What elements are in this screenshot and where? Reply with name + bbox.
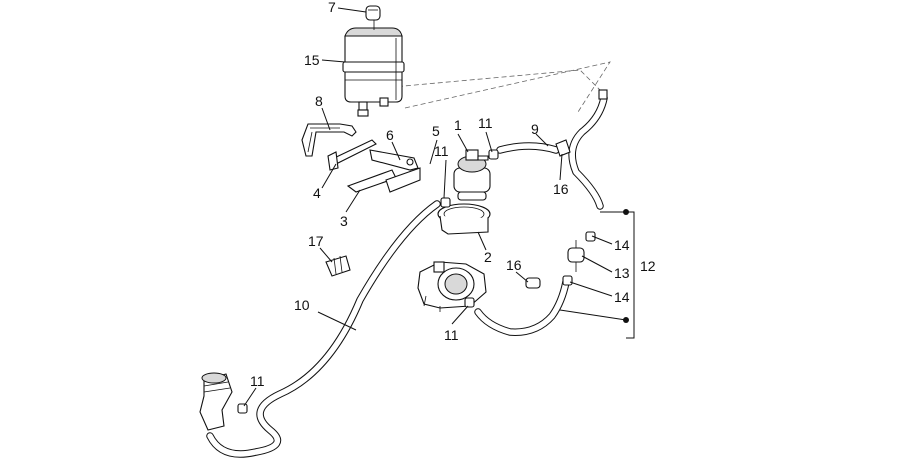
callout-17: 17 xyxy=(308,233,324,249)
clip-part-14-upper xyxy=(585,231,596,242)
filter-part-1 xyxy=(453,149,491,201)
hose-part-10 xyxy=(206,200,441,458)
hose-lower xyxy=(474,278,570,336)
canister-part-15 xyxy=(342,27,405,117)
callout-14-upper: 14 xyxy=(614,237,630,253)
guide-lines xyxy=(381,61,611,113)
callout-10: 10 xyxy=(294,297,310,313)
callout-6: 6 xyxy=(386,127,394,143)
air-duct xyxy=(199,372,233,431)
callout-11-throttle: 11 xyxy=(444,327,459,343)
clip-part-11-duct xyxy=(237,403,248,414)
callout-3: 3 xyxy=(340,213,348,229)
callout-2: 2 xyxy=(484,249,492,265)
union-part-16-upper xyxy=(555,139,571,157)
callout-7: 7 xyxy=(328,0,336,15)
callout-11-upper: 11 xyxy=(478,115,493,131)
callout-11-left: 11 xyxy=(434,143,449,159)
callout-16-upper: 16 xyxy=(553,181,569,197)
clamp-part-2 xyxy=(437,203,491,235)
hose-part-9 xyxy=(496,142,560,154)
callout-9: 9 xyxy=(531,121,539,137)
callout-13: 13 xyxy=(614,265,630,281)
valve-part-13 xyxy=(567,240,585,272)
strap-part-8 xyxy=(301,123,357,157)
union-part-16-lower xyxy=(525,277,541,289)
callout-5: 5 xyxy=(432,123,440,139)
clip-part-14-lower xyxy=(562,275,573,286)
sensor-part-17 xyxy=(325,255,351,277)
callout-1: 1 xyxy=(454,117,462,133)
callout-11-duct: 11 xyxy=(250,373,265,389)
reference-dot-lower xyxy=(623,317,629,323)
callout-15: 15 xyxy=(304,52,320,68)
callout-16-lower: 16 xyxy=(506,257,522,273)
callout-8: 8 xyxy=(315,93,323,109)
throttle-body xyxy=(417,261,487,312)
clip-part-11-upper xyxy=(488,149,499,160)
clip-part-11-throttle xyxy=(464,297,475,308)
rod-part-4 xyxy=(327,139,377,171)
callout-12: 12 xyxy=(640,258,656,274)
clip-part-11-left xyxy=(440,197,451,208)
leader-lines xyxy=(243,7,635,407)
callout-4: 4 xyxy=(313,185,321,201)
reference-dot-upper xyxy=(623,209,629,215)
callout-14-lower: 14 xyxy=(614,289,630,305)
bracket-part-3 xyxy=(346,149,421,193)
cap-part-7 xyxy=(365,5,381,30)
hose-vertical xyxy=(568,89,608,210)
